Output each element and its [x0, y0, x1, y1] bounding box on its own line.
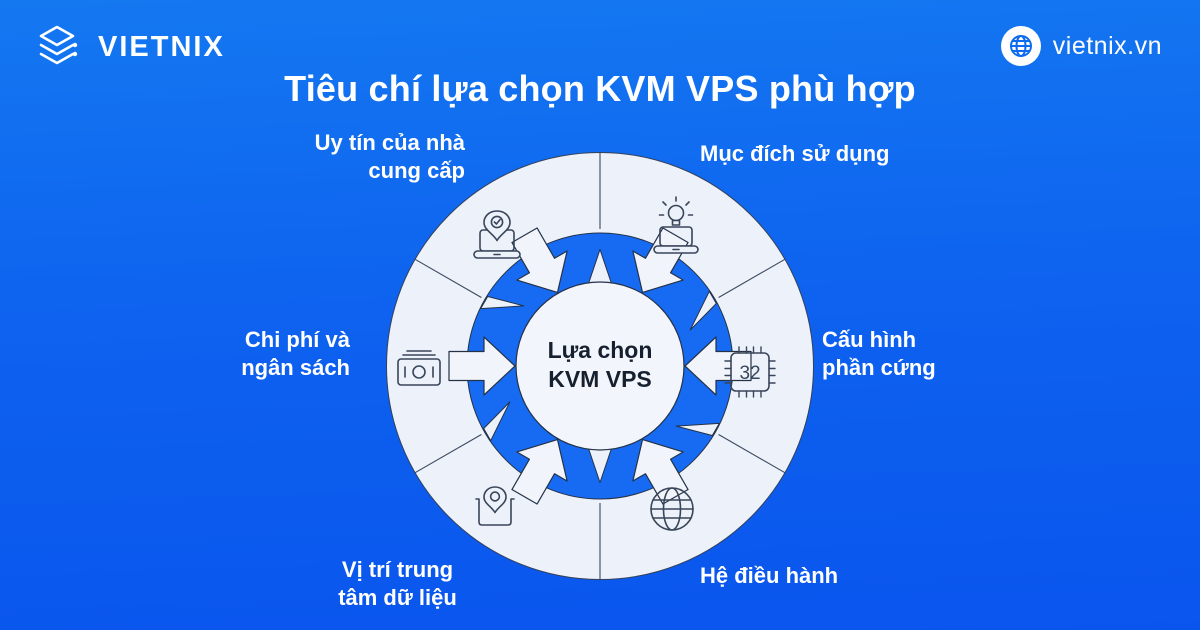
center-label-line1: Lựa chọn	[548, 337, 653, 363]
center-label-line2: KVM VPS	[548, 366, 652, 392]
laptop-lightbulb-icon	[653, 196, 699, 254]
converging-arrow	[684, 336, 752, 396]
website-badge[interactable]: vietnix.vn	[1000, 26, 1162, 66]
label-cost: Chi phí và ngân sách	[195, 326, 350, 382]
label-line: Uy tín của nhà	[314, 130, 465, 155]
label-purpose: Mục đích sử dụng	[700, 140, 889, 168]
label-line: Mục đích sử dụng	[700, 141, 890, 166]
chip-label: 32	[739, 363, 760, 384]
segment-divider	[414, 434, 482, 474]
label-line: tâm dữ liệu	[338, 585, 457, 610]
banknote-icon	[397, 350, 441, 386]
vietnix-logo: VIETNIX	[28, 18, 225, 76]
label-datacenter: Vị trí trung tâm dữ liệu	[325, 556, 470, 612]
label-line: Hệ điều hành	[700, 563, 839, 588]
label-line: Cấu hình	[822, 327, 917, 352]
website-url: vietnix.vn	[1052, 31, 1162, 60]
globe-icon	[1000, 26, 1041, 66]
segment-divider	[414, 258, 482, 298]
label-reputation: Uy tín của nhà cung cấp	[250, 129, 465, 185]
globe-wireframe-icon	[650, 487, 694, 531]
segment-divider	[718, 258, 786, 298]
label-line: cung cấp	[368, 158, 465, 183]
segment-divider	[718, 434, 786, 474]
segment-dividers	[414, 152, 786, 580]
label-os: Hệ điều hành	[700, 562, 838, 590]
swoosh-gaps	[480, 290, 720, 442]
criteria-wheel: Lựa chọn KVM VPS	[386, 152, 814, 580]
label-line: Chi phí và	[244, 327, 350, 352]
center-circle	[515, 281, 685, 451]
label-hardware: Cấu hình phần cứng	[822, 326, 936, 382]
box-location-pin-icon	[475, 486, 515, 526]
label-line: phần cứng	[822, 355, 936, 380]
logo-text: VIETNIX	[98, 30, 225, 63]
laptop-shield-check-icon	[473, 210, 521, 259]
cpu-chip-icon: 32	[724, 346, 776, 398]
label-line: ngân sách	[241, 355, 350, 380]
page-title: Tiêu chí lựa chọn KVM VPS phù hợp	[284, 68, 916, 109]
converging-arrows	[448, 220, 752, 512]
label-line: Vị trí trung	[341, 557, 454, 582]
server-stack-icon	[39, 25, 78, 65]
